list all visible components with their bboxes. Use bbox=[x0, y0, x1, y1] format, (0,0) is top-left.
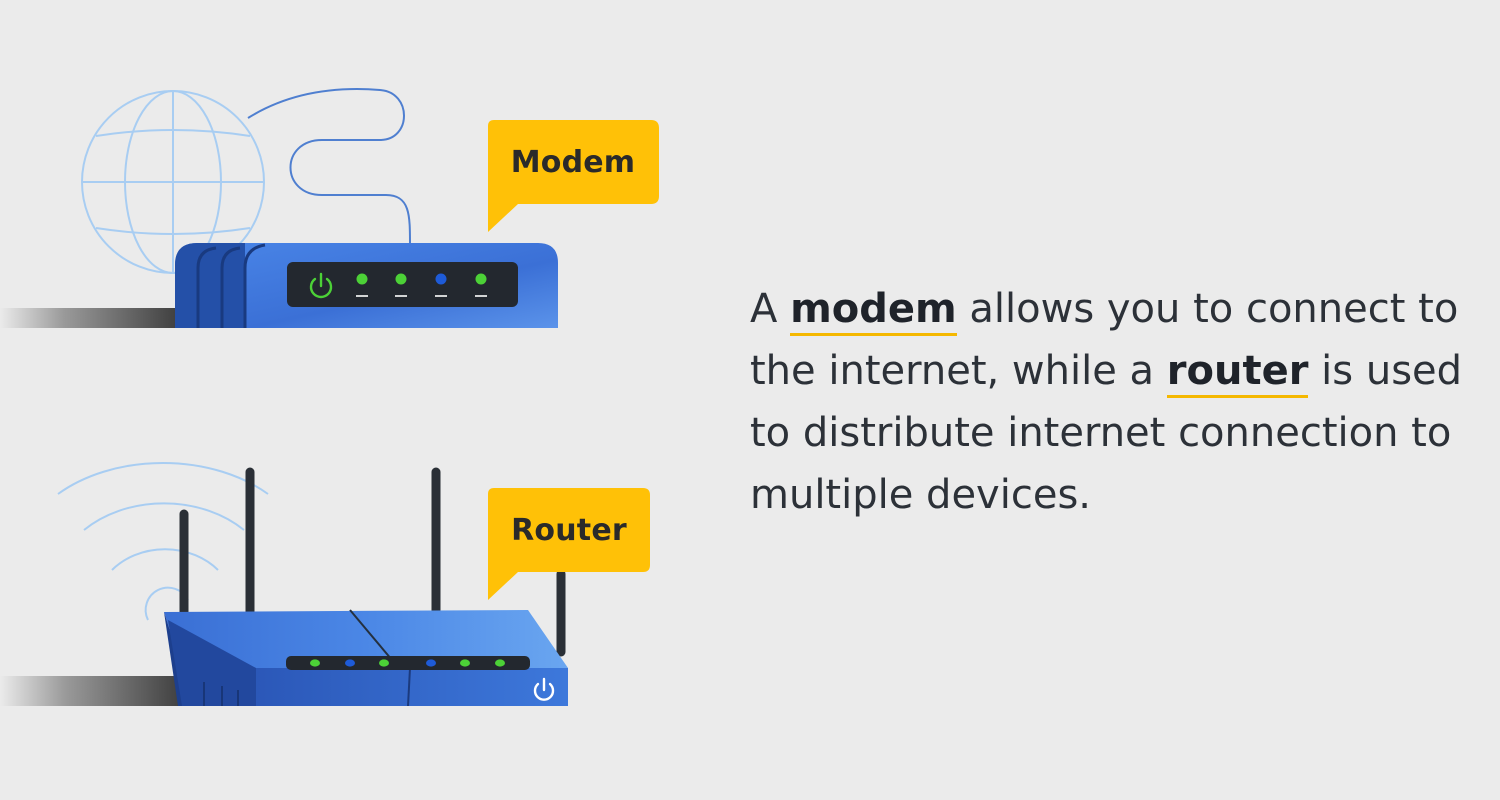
term-modem: modem bbox=[790, 286, 957, 336]
description-part-3: is used to distribute internet connectio… bbox=[750, 348, 1463, 518]
router-leds bbox=[310, 659, 505, 667]
router-callout-label: Router bbox=[511, 513, 627, 548]
globe-icon bbox=[81, 90, 265, 274]
modem-cable bbox=[0, 308, 182, 328]
router-device bbox=[164, 609, 568, 707]
device-illustration bbox=[0, 88, 659, 707]
modem-leds bbox=[356, 273, 487, 297]
power-icon bbox=[309, 272, 333, 299]
term-router: router bbox=[1166, 348, 1309, 398]
modem-device bbox=[175, 243, 558, 328]
router-cable bbox=[0, 676, 186, 706]
wifi-signal-icon bbox=[57, 461, 269, 621]
modem-callout-bubble bbox=[488, 120, 659, 232]
power-icon bbox=[533, 677, 555, 701]
modem-callout-label: Modem bbox=[510, 145, 636, 180]
router-led-panel bbox=[286, 656, 530, 670]
router-callout-bubble bbox=[488, 488, 650, 600]
modem-led-panel bbox=[287, 262, 518, 307]
description-part-2: allows you to connect to the internet, w… bbox=[750, 286, 1459, 394]
description-part-1: A bbox=[750, 286, 791, 332]
internet-cable bbox=[247, 88, 411, 246]
description-text: A modem allows you to connect to the int… bbox=[750, 278, 1470, 526]
